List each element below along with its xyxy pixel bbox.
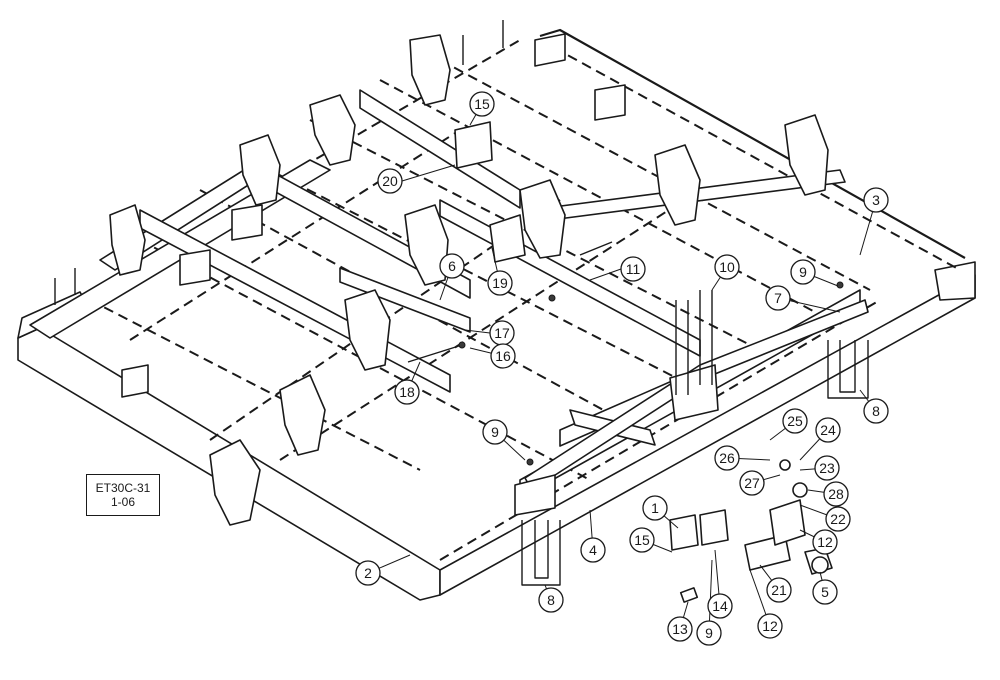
hitch-assembly [454, 121, 833, 575]
callout-27: 27 [739, 470, 765, 496]
svg-text:8: 8 [547, 592, 555, 608]
shank-brackets [109, 34, 829, 526]
svg-text:26: 26 [719, 450, 735, 466]
svg-text:3: 3 [872, 192, 880, 208]
callout-14: 14 [707, 593, 733, 619]
svg-text:20: 20 [382, 173, 398, 189]
svg-text:25: 25 [787, 413, 803, 429]
svg-text:15: 15 [474, 96, 490, 112]
callout-13: 13 [667, 616, 693, 642]
svg-text:10: 10 [719, 259, 735, 275]
svg-text:27: 27 [744, 475, 760, 491]
callout-8-right: 8 [863, 398, 889, 424]
svg-text:22: 22 [830, 511, 846, 527]
svg-text:28: 28 [828, 486, 844, 502]
svg-text:14: 14 [712, 598, 728, 614]
callouts: 15 20 3 6 19 11 10 9 7 17 16 18 8 9 25 2… [355, 91, 889, 646]
callout-17: 17 [489, 320, 515, 346]
svg-text:9: 9 [705, 625, 713, 641]
drawing-code: ET30C-31 [95, 481, 151, 495]
callout-19: 19 [487, 270, 513, 296]
callout-4: 4 [580, 537, 606, 563]
svg-text:12: 12 [762, 618, 778, 634]
callout-20: 20 [377, 168, 403, 194]
callout-26: 26 [714, 445, 740, 471]
callout-7: 7 [765, 285, 791, 311]
svg-text:9: 9 [799, 264, 807, 280]
callout-18: 18 [394, 379, 420, 405]
callout-2: 2 [355, 560, 381, 586]
u-bolts [54, 20, 869, 603]
drawing-revision: 1-06 [110, 495, 136, 509]
svg-text:5: 5 [821, 584, 829, 600]
callout-23: 23 [814, 455, 840, 481]
callout-6: 6 [439, 253, 465, 279]
svg-text:2: 2 [364, 565, 372, 581]
svg-text:21: 21 [771, 582, 787, 598]
callout-15-lower: 15 [629, 527, 655, 553]
callout-9-right: 9 [790, 259, 816, 285]
callout-24: 24 [815, 417, 841, 443]
callout-12-lower: 12 [757, 613, 783, 639]
callout-8-left: 8 [538, 587, 564, 613]
svg-text:23: 23 [819, 460, 835, 476]
callout-10: 10 [714, 254, 740, 280]
callout-5: 5 [812, 579, 838, 605]
callout-22: 22 [825, 506, 851, 532]
svg-text:18: 18 [399, 384, 415, 400]
callout-9-lower: 9 [696, 620, 722, 646]
svg-text:19: 19 [492, 275, 508, 291]
svg-text:13: 13 [672, 621, 688, 637]
tube-ends [121, 33, 626, 398]
callout-28: 28 [823, 481, 849, 507]
svg-text:6: 6 [448, 258, 456, 274]
callout-25: 25 [782, 408, 808, 434]
svg-text:11: 11 [626, 261, 641, 277]
svg-text:16: 16 [495, 348, 511, 364]
svg-text:7: 7 [774, 290, 782, 306]
svg-text:4: 4 [589, 542, 597, 558]
callout-16: 16 [490, 343, 516, 369]
svg-text:1: 1 [651, 500, 659, 516]
svg-text:17: 17 [494, 325, 510, 341]
callout-15-upper: 15 [469, 91, 495, 117]
callout-12-right: 12 [812, 529, 838, 555]
svg-text:24: 24 [820, 422, 836, 438]
svg-text:12: 12 [817, 534, 833, 550]
callout-11: 11 [620, 256, 646, 282]
callout-9-center: 9 [482, 419, 508, 445]
svg-text:8: 8 [872, 403, 880, 419]
svg-text:9: 9 [491, 424, 499, 440]
callout-21: 21 [766, 577, 792, 603]
callout-3: 3 [863, 187, 889, 213]
svg-text:15: 15 [634, 532, 650, 548]
drawing-code-box: ET30C-31 1-06 [86, 474, 160, 516]
callout-1: 1 [642, 495, 668, 521]
